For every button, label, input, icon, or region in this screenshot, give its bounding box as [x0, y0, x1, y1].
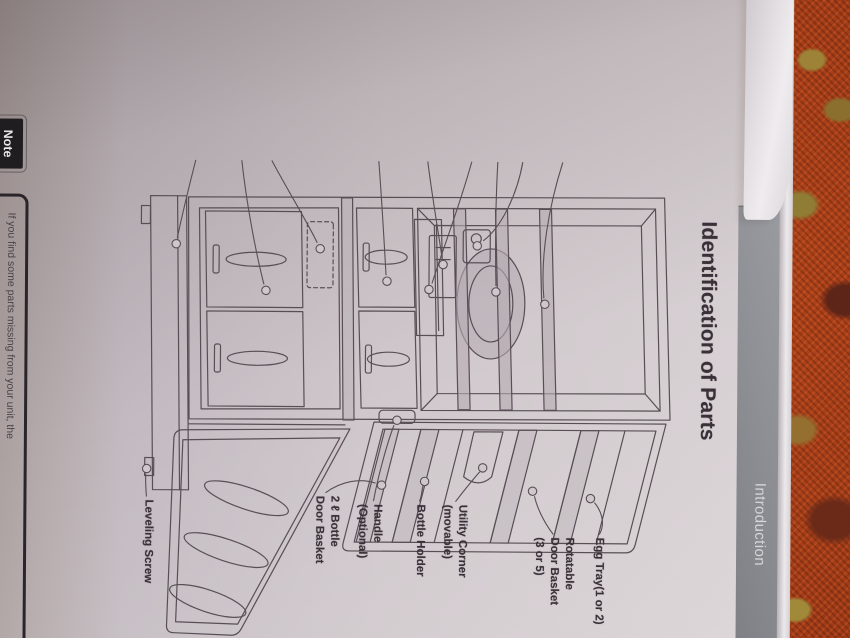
fridge-door	[342, 421, 667, 554]
glass-shelf	[494, 208, 513, 411]
fresh-zone-drawer	[413, 218, 445, 337]
part-label-line: Rotatable	[562, 537, 576, 590]
note-box: If you find some parts missing from your…	[0, 193, 29, 638]
part-label-line: Bottle Holder	[413, 504, 427, 577]
note-tab: Note	[0, 111, 26, 176]
part-label-bottle-holder: Bottle Holder	[412, 504, 428, 576]
ice-cube-tray	[306, 221, 334, 289]
part-label-line: (3 or 5)	[532, 537, 546, 576]
plinth	[149, 194, 190, 491]
part-label-handle: Handle(Optional)	[354, 504, 384, 559]
part-label-line: Egg Tray(1 or 2)	[592, 537, 606, 625]
part-label-utility-corner: Utility Corner(movable)	[439, 505, 470, 578]
vegetable-drawer	[355, 207, 416, 308]
rotatable-door-basket	[489, 429, 538, 544]
manual-page: Introduction Identification of Parts	[0, 0, 791, 638]
bottle-holder	[391, 428, 440, 543]
part-label-line: Utility Corner	[455, 504, 469, 578]
leader-endpoints	[141, 238, 596, 504]
refrigerator-diagram	[140, 159, 671, 636]
leveling-foot	[140, 204, 152, 225]
freezer-door	[165, 428, 351, 636]
part-label-line: (movable)	[441, 504, 454, 559]
note-text-fragment: If you find some parts missing from your…	[3, 212, 18, 440]
utility-corner	[463, 431, 504, 484]
part-label-egg-tray-1-or-2: Egg Tray(1 or 2)	[591, 538, 607, 625]
cabinet-outline	[187, 196, 671, 421]
part-label-line: Door Basket	[313, 495, 326, 564]
part-label-line: Handle	[371, 504, 384, 543]
freezer-drawer	[204, 210, 304, 309]
lamp-housing	[462, 229, 491, 264]
part-label-line: Leveling Screw	[141, 499, 155, 584]
part-label-line: 2 ℓ Bottle	[328, 495, 341, 547]
fridge-opening	[416, 207, 661, 412]
glass-shelf	[538, 208, 557, 411]
part-label-line: (Optional)	[356, 503, 369, 559]
curled-page-corner	[743, 0, 794, 221]
part-label-line: Door Basket	[547, 537, 561, 606]
part-label-leveling-screw: Leveling Screw	[140, 499, 156, 583]
vegetable-drawer	[358, 310, 418, 410]
freezer-drawer	[206, 310, 305, 408]
freezer-opening	[198, 207, 341, 410]
egg-tray	[551, 429, 600, 545]
leader-lines	[145, 159, 603, 535]
